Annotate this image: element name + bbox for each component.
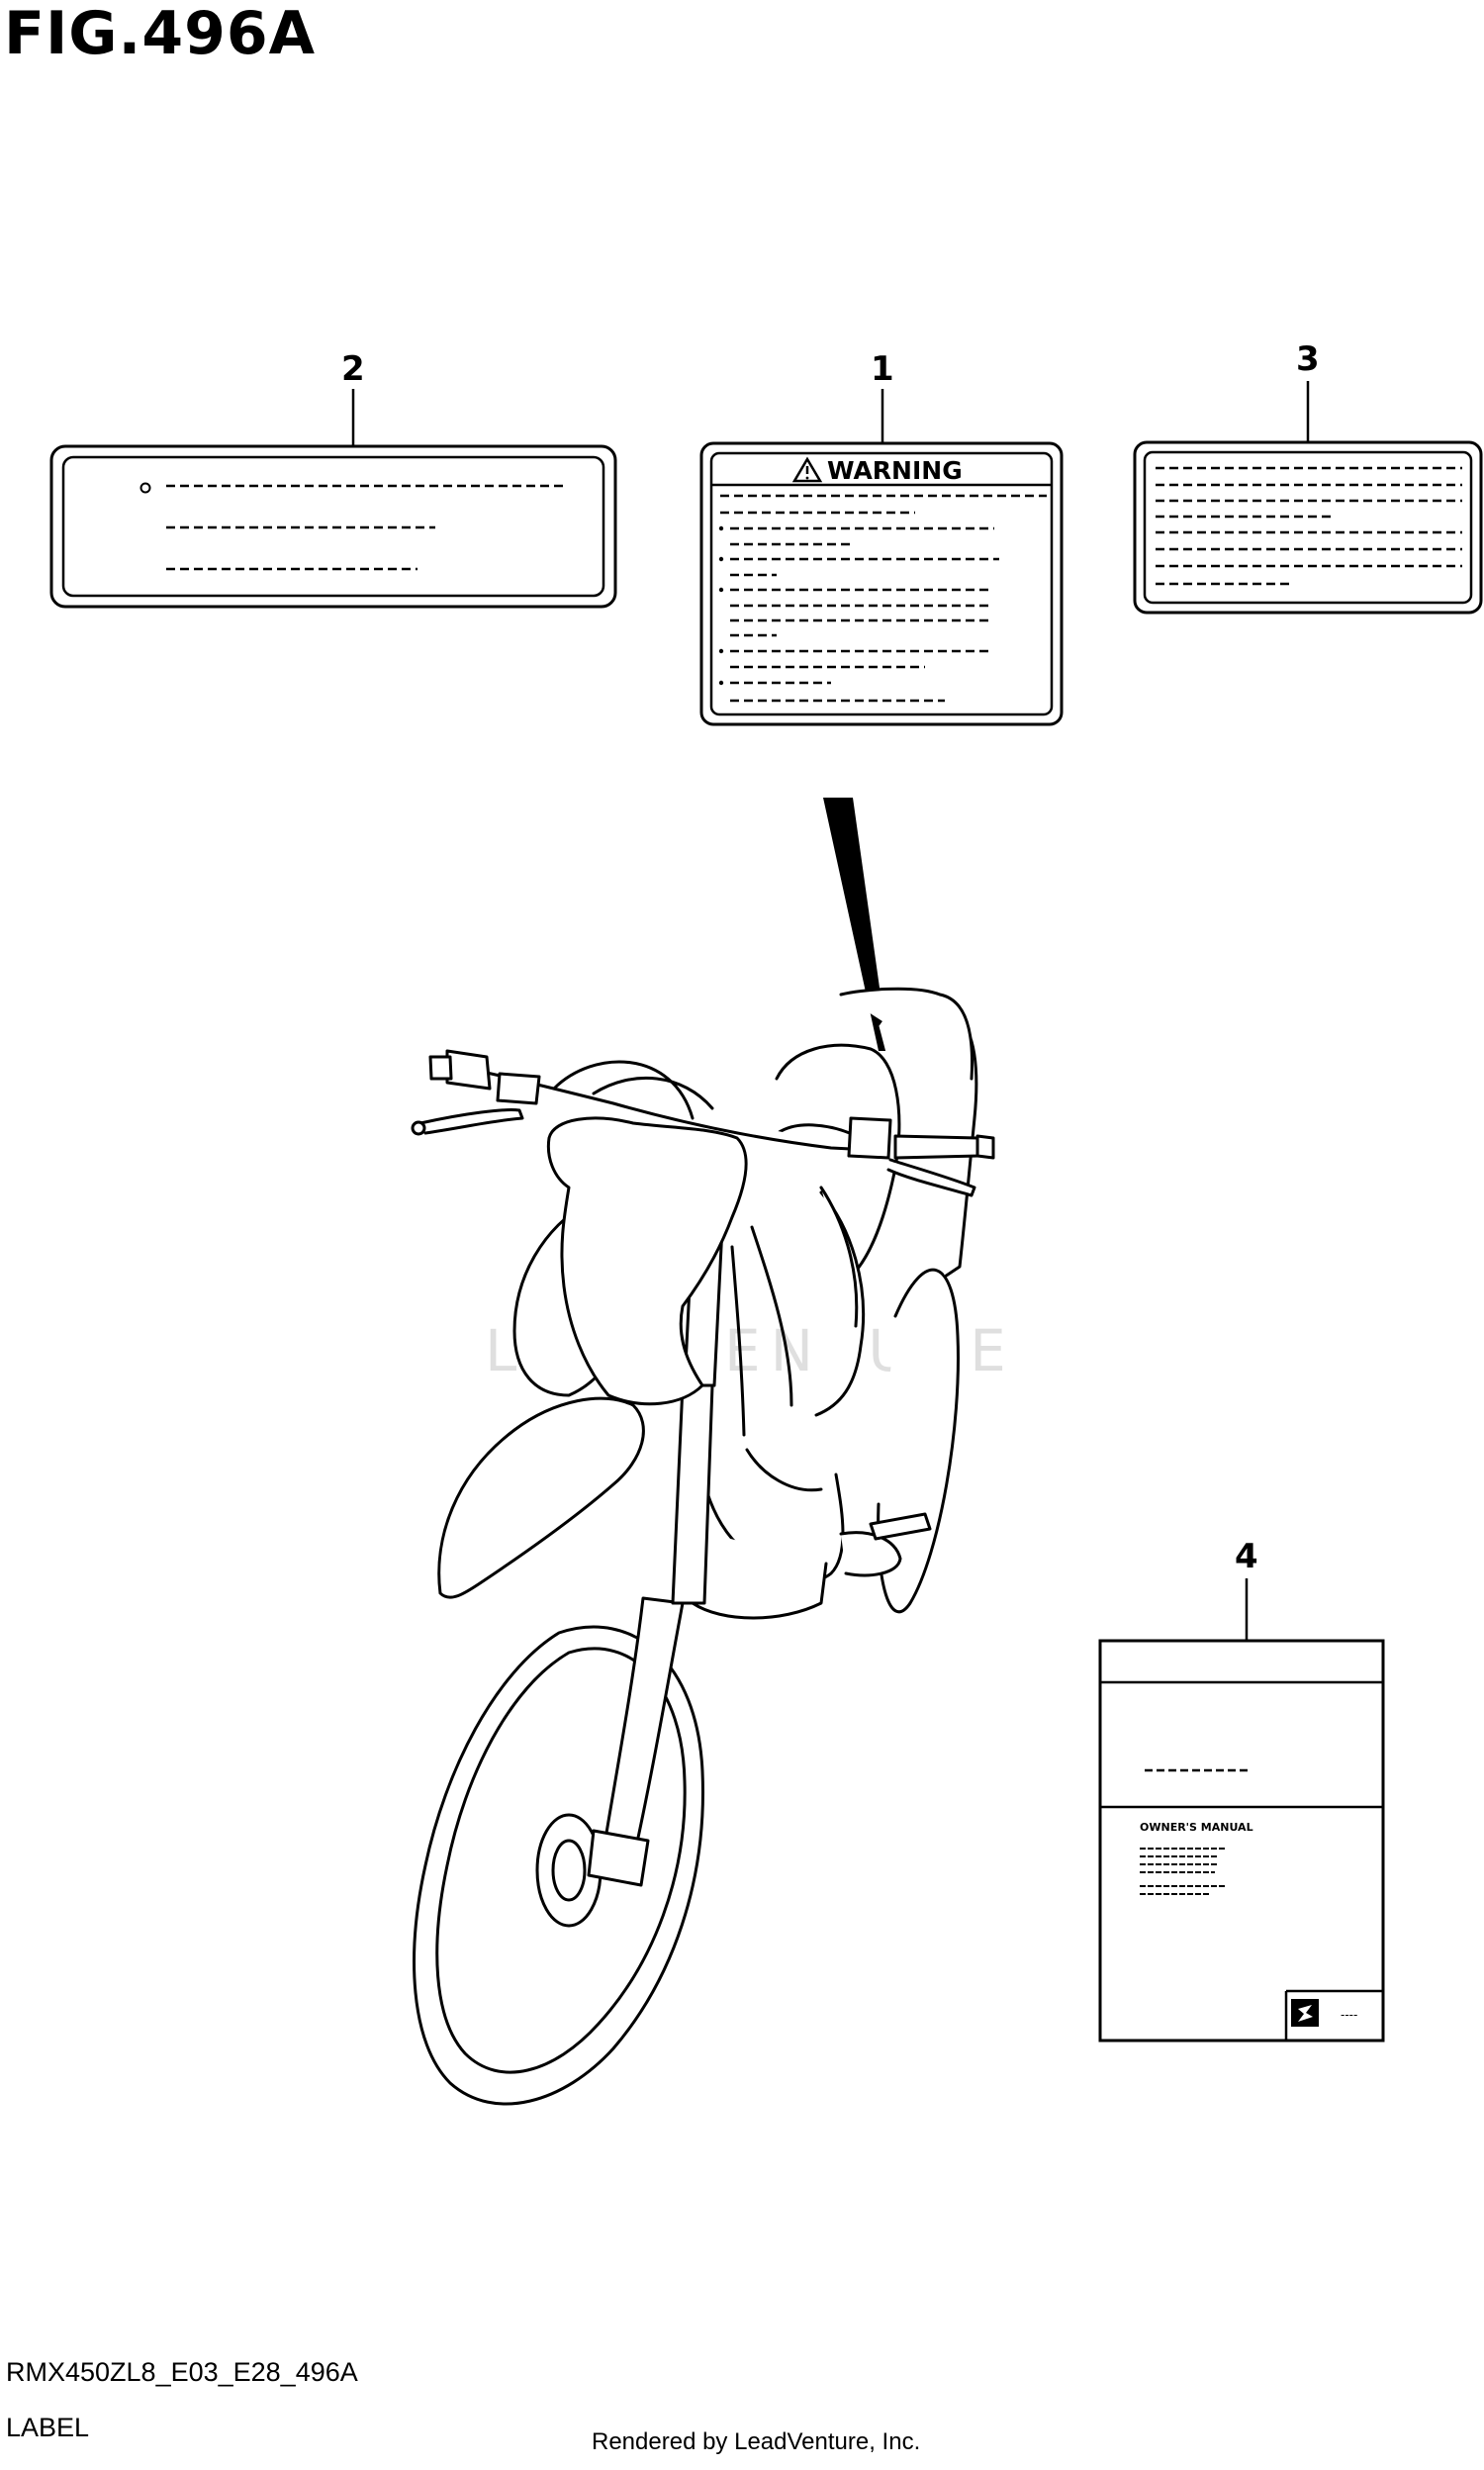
pointer-wedge [823, 798, 888, 1051]
label-2-decal [49, 444, 617, 609]
model-code: RMX450ZL8_E03_E28_496A [6, 2357, 358, 2387]
warning-heading: WARNING [827, 456, 963, 485]
motorcycle-drawing [411, 987, 995, 2106]
callout-4: 4 [1235, 1537, 1258, 1576]
credit-text: Rendered by LeadVenture, Inc. [592, 2428, 921, 2455]
callout-3: 3 [1296, 339, 1320, 379]
item-4-owners-manual: OWNER'S MANUAL ---- [1098, 1639, 1385, 2042]
warning-triangle-icon [791, 456, 823, 483]
figure-title: FIG.496A [4, 0, 317, 68]
label-3-decal [1133, 440, 1483, 615]
manual-title: OWNER'S MANUAL [1140, 1821, 1253, 1834]
callout-1: 1 [871, 349, 894, 389]
manual-code: ---- [1341, 2008, 1357, 2022]
label-1-warning-decal: WARNING [699, 441, 1064, 726]
group-label: LABEL [6, 2413, 90, 2442]
callout-2: 2 [341, 349, 365, 389]
